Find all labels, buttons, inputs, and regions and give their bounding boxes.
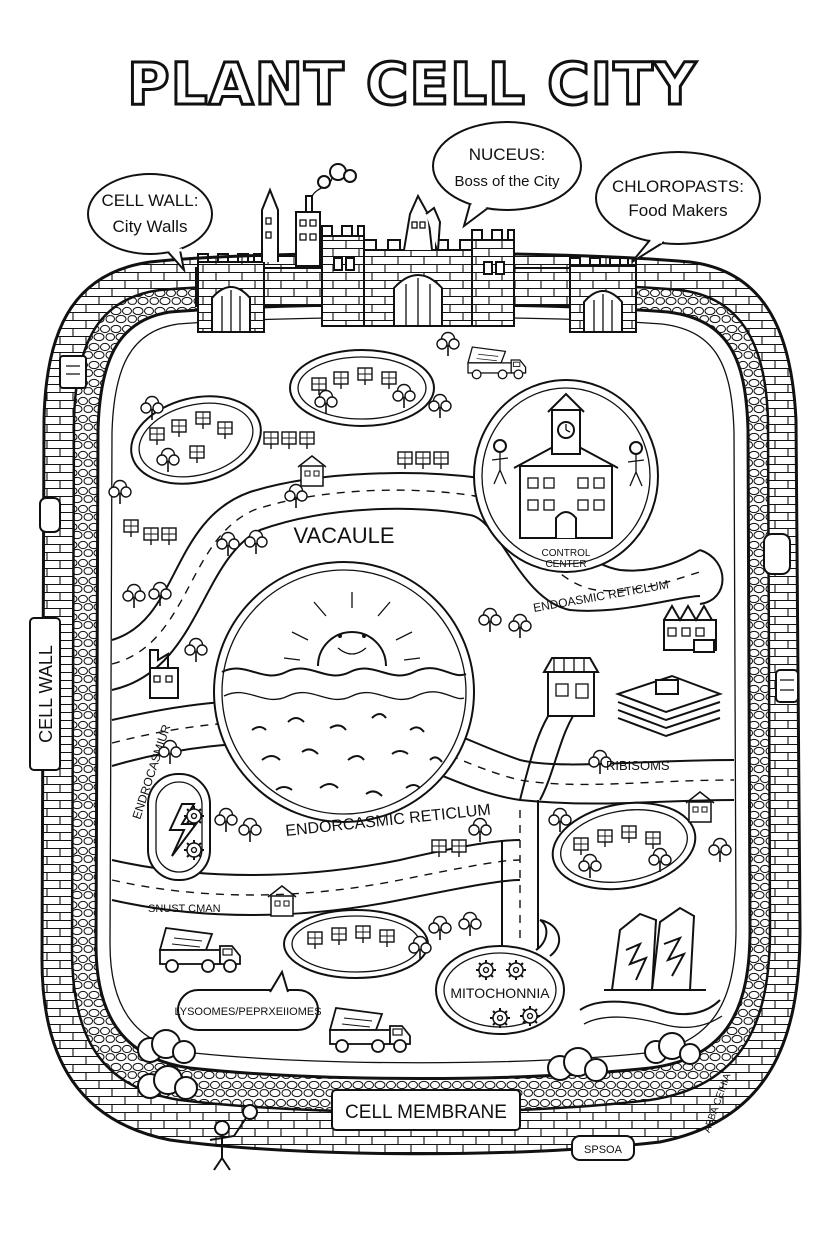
bubble-nucleus-text: Boss of the City	[454, 173, 560, 190]
mitochondria-label: MITOCHONNIA	[450, 985, 550, 1001]
factory-left	[149, 637, 208, 699]
page-title: PLANT CELL CITY	[127, 50, 697, 118]
vacuole-label: VACAULE	[293, 523, 394, 548]
castle	[195, 163, 637, 333]
bubble-chloroplasts-text: Food Makers	[628, 201, 727, 220]
corner-sign-label: SPSOA	[584, 1144, 623, 1156]
sign-left-label: SNUST CMAN	[148, 903, 221, 915]
control-center-label-1: CONTROL	[542, 548, 591, 559]
ribosomes-label: RIBISOMS	[606, 758, 670, 773]
chloroplast-bottom	[283, 909, 429, 979]
bubble-cell-wall-title: CELL WALL:	[101, 191, 198, 210]
bubble-cell-wall: CELL WALL: City Walls	[87, 173, 213, 274]
mitochondria: MITOCHONNIA	[435, 919, 565, 1035]
cell-wall-side-sign: CELL WALL	[29, 617, 61, 771]
control-center-label-2: CENTER	[545, 559, 586, 570]
bubble-cell-wall-text: City Walls	[113, 217, 188, 236]
bubble-chloroplasts: CHLOROPASTS: Food Makers	[595, 151, 761, 263]
clouds	[137, 1029, 701, 1100]
lysosomes-label: LYSOOMES/PEPRXEIIOMES	[174, 1006, 321, 1018]
factory-right	[615, 603, 723, 738]
power-plant	[579, 906, 723, 1028]
person-figure	[209, 1104, 258, 1171]
bubble-nucleus: NUCEUS: Boss of the City	[432, 121, 582, 229]
cell-membrane-sign: CELL MEMBRANE	[331, 1089, 521, 1131]
edge-signs: SPSOA	[39, 355, 799, 1161]
vacuole: VACAULE	[213, 523, 475, 823]
chloroplast-top-left	[130, 395, 262, 485]
lysosomes-sign: LYSOOMES/PEPRXEIIOMES	[174, 969, 322, 1031]
cell-membrane-label: CELL MEMBRANE	[345, 1102, 507, 1123]
nucleus: CONTROL CENTER	[473, 379, 659, 573]
chloroplast-right	[551, 801, 697, 891]
bubble-chloroplasts-title: CHLOROPASTS:	[612, 177, 744, 196]
cell-wall-side-label: CELL WALL	[36, 645, 56, 743]
chloroplast-top	[289, 349, 435, 427]
bubble-nucleus-title: NUCEUS:	[469, 145, 546, 164]
shop	[542, 657, 600, 717]
